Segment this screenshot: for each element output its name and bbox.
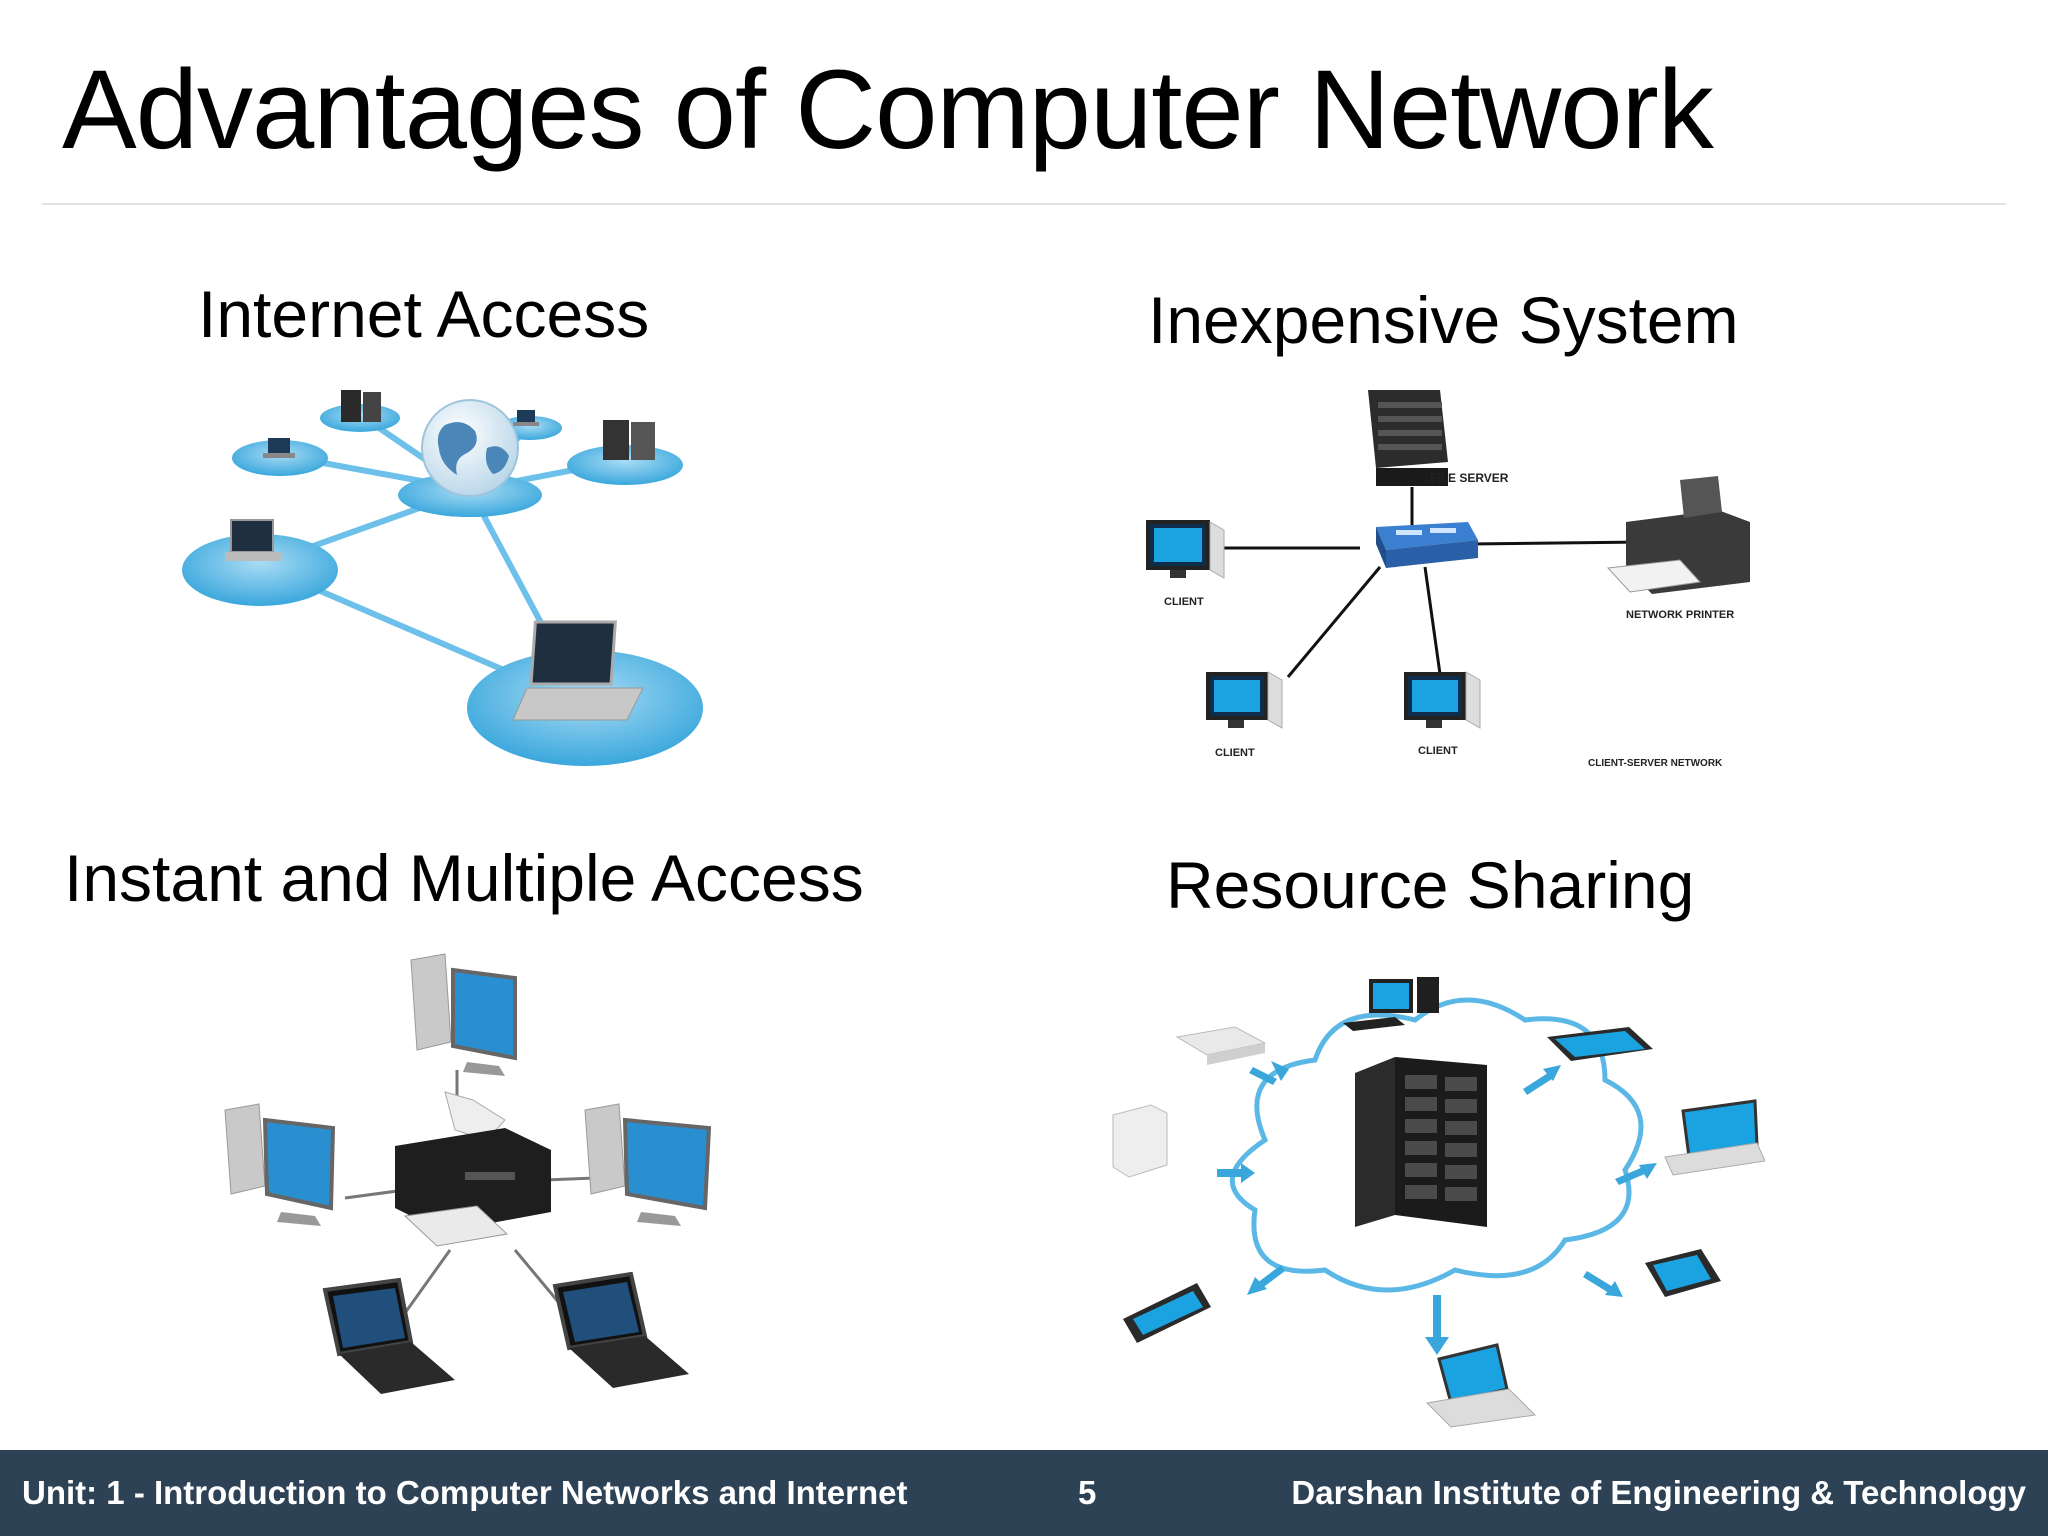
client-server-diagram: FILE SERVER CLIENT CLIENT CLI (1140, 372, 1780, 782)
tablet-icon (1547, 1027, 1653, 1061)
monitor-icon (1404, 671, 1481, 729)
laptop-icon (322, 1277, 455, 1394)
laptop-icon (1664, 1099, 1765, 1176)
external-drive-icon (1112, 1104, 1168, 1178)
slide-footer: Unit: 1 - Introduction to Computer Netwo… (0, 1450, 2048, 1536)
label-client-2: CLIENT (1215, 747, 1255, 759)
label-client-1: CLIENT (1164, 596, 1204, 608)
heading-internet-access: Internet Access (198, 277, 650, 351)
heading-resource-sharing: Resource Sharing (1166, 848, 1695, 922)
diagram-caption: CLIENT-SERVER NETWORK (1588, 758, 1723, 769)
instant-access-illustration (215, 950, 735, 1400)
laptop-icon (225, 410, 644, 721)
footer-page-number: 5 (1078, 1474, 1097, 1511)
label-client-3: CLIENT (1418, 745, 1458, 757)
printer-icon (395, 1091, 551, 1247)
monitor-icon (1206, 671, 1283, 729)
title-divider (42, 203, 2006, 205)
laptop-icon (552, 1271, 689, 1388)
desktop-computer-icon (410, 953, 517, 1076)
footer-unit: Unit: 1 - Introduction to Computer Netwo… (22, 1474, 908, 1511)
desktop-computer-icon (224, 1103, 336, 1226)
desktop-computer-icon (584, 1103, 712, 1226)
printer-icon (1606, 476, 1750, 594)
monitor-icon (1146, 520, 1225, 579)
label-network-printer: NETWORK PRINTER (1626, 609, 1734, 621)
switch-icon (1376, 522, 1478, 568)
desktop-computer-icon (1343, 977, 1439, 1031)
server-rack-icon (1355, 1057, 1487, 1227)
heading-inexpensive-system: Inexpensive System (1148, 283, 1739, 357)
phone-icon (1645, 1249, 1721, 1297)
globe-icon (421, 399, 519, 497)
arrow-icons (1217, 1061, 1657, 1355)
server-icon (1368, 390, 1448, 486)
laptop-icon (1425, 1343, 1537, 1428)
resource-sharing-illustration (1105, 965, 1765, 1435)
phone-icon (1123, 1283, 1211, 1343)
router-icon (1175, 1026, 1267, 1065)
internet-access-illustration (165, 370, 735, 780)
heading-instant-multiple-access: Instant and Multiple Access (64, 841, 864, 915)
label-file-server: FILE SERVER (1430, 471, 1509, 485)
footer-institute: Darshan Institute of Engineering & Techn… (1291, 1474, 2026, 1511)
slide-title: Advantages of Computer Network (62, 47, 1714, 172)
server-icon (341, 390, 655, 460)
